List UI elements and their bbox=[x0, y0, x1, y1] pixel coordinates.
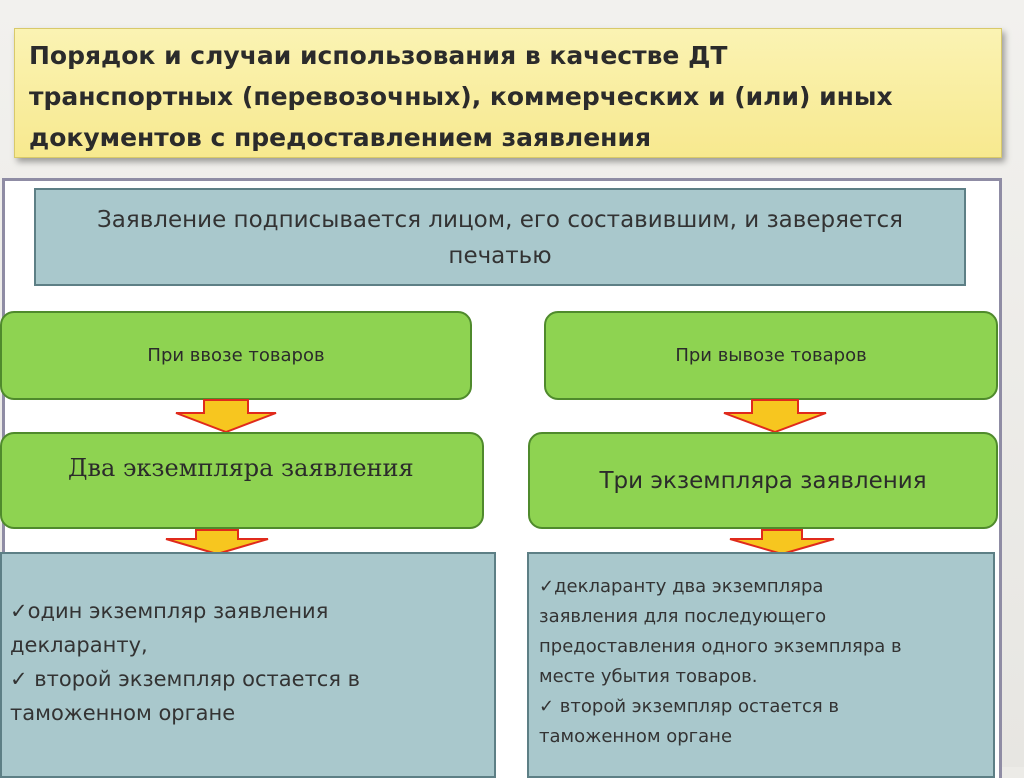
export-case-box: При вывозе товаров bbox=[544, 311, 998, 400]
import-result-item: ✓один экземпляр заявления декларанту, bbox=[10, 599, 329, 657]
export-result-item: ✓декларанту два экземпляра заявления для… bbox=[539, 576, 902, 687]
export-result-item: ✓ второй экземпляр остается в таможенном… bbox=[539, 696, 840, 747]
export-copies-box: Три экземпляра заявления bbox=[528, 432, 998, 529]
import-case-box: При ввозе товаров bbox=[0, 311, 472, 400]
import-copies-box: Два экземпляра заявления bbox=[0, 432, 484, 529]
statement-box: Заявление подписывается лицом, его соста… bbox=[34, 188, 966, 286]
statement-text: Заявление подписывается лицом, его соста… bbox=[97, 207, 903, 269]
import-case-label: При ввозе товаров bbox=[147, 345, 325, 366]
title-banner: Порядок и случаи использования в качеств… bbox=[14, 28, 1002, 158]
export-case-label: При вывозе товаров bbox=[675, 345, 867, 366]
down-arrow-icon bbox=[175, 399, 277, 433]
down-arrow-icon bbox=[165, 529, 269, 555]
down-arrow-icon bbox=[729, 529, 835, 555]
down-arrow-icon bbox=[723, 399, 827, 433]
export-copies-label: Три экземпляра заявления bbox=[599, 467, 927, 494]
export-result-box: ✓декларанту два экземпляра заявления для… bbox=[527, 552, 995, 778]
page-title: Порядок и случаи использования в качеств… bbox=[29, 41, 893, 152]
import-copies-label: Два экземпляра заявления bbox=[68, 454, 414, 482]
import-result-item: ✓ второй экземпляр остается в таможенном… bbox=[10, 667, 361, 725]
import-result-box: ✓один экземпляр заявления декларанту, ✓ … bbox=[0, 552, 496, 778]
